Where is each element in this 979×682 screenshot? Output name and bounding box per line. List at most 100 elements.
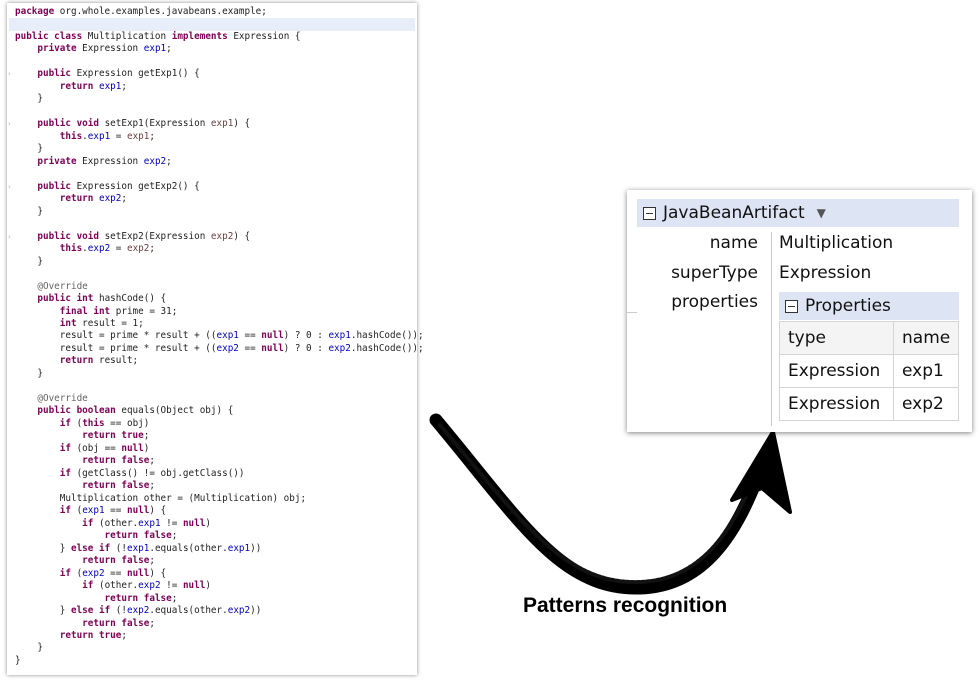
dropdown-arrow-icon[interactable]: ▼ (816, 206, 826, 220)
code-line[interactable]: return false; (15, 555, 155, 568)
code-line[interactable]: return false; (15, 592, 178, 606)
code-token: ; (166, 155, 172, 167)
code-line[interactable]: this.exp2 = exp2; (15, 243, 155, 256)
code-token: ; (171, 530, 178, 542)
code-token: Expression { (227, 30, 301, 42)
code-line[interactable]: } (15, 206, 43, 219)
code-line[interactable]: public Expression getExp1() { (15, 68, 199, 81)
code-line[interactable]: if (obj == null) (15, 443, 150, 456)
code-line[interactable]: return true; (15, 430, 149, 443)
code-token: Expression getExp2() { (70, 180, 200, 192)
code-line[interactable]: } else if (!exp1.equals(other.exp1)) (15, 542, 262, 556)
fold-marker-icon[interactable]: › (8, 70, 11, 79)
code-line[interactable]: return exp1; (15, 81, 127, 94)
code-line[interactable]: } else if (!exp2.equals(other.exp2)) (15, 605, 262, 618)
code-token: implements (171, 30, 228, 42)
code-token: setExp1(Expression (98, 118, 211, 130)
code-line[interactable]: if (this == obj) (15, 417, 150, 431)
code-token: (other. (93, 517, 139, 529)
collapse-icon[interactable] (643, 206, 656, 220)
code-line[interactable]: public boolean equals(Object obj) { (15, 405, 233, 418)
code-token: exp1 (216, 330, 239, 342)
code-line[interactable]: } (15, 655, 21, 668)
code-token: public (15, 68, 71, 80)
fold-marker-icon[interactable]: › (8, 232, 11, 241)
fold-marker-icon[interactable]: › (8, 182, 11, 191)
field-value-supertype[interactable]: Expression (779, 263, 872, 283)
code-line[interactable]: this.exp1 = exp1; (15, 131, 155, 144)
code-token: ( (70, 417, 83, 429)
code-token: .equals(other. (149, 605, 228, 617)
code-token: } (15, 605, 71, 617)
code-token: exp1 (138, 517, 161, 529)
code-token: exp1 (126, 130, 150, 142)
code-line[interactable]: public int hashCode() { (15, 293, 166, 306)
table-header-row: type name (779, 321, 960, 355)
code-token: equals(Object obj) { (115, 405, 234, 417)
code-line[interactable]: result = prime * result + ((exp2 == null… (15, 343, 424, 356)
code-token: this (15, 243, 83, 255)
code-line[interactable]: return result; (15, 355, 138, 368)
code-token: exp2 (138, 580, 161, 592)
cell-name[interactable]: exp2 (892, 387, 960, 421)
code-line[interactable]: return false; (15, 455, 155, 468)
artifact-header: JavaBeanArtifact ▼ (637, 199, 959, 227)
code-line[interactable]: } (15, 93, 43, 106)
cell-name[interactable]: exp1 (892, 354, 960, 388)
code-line[interactable]: return exp2; (15, 193, 127, 206)
code-line[interactable]: } (15, 256, 43, 269)
code-token: result; (93, 355, 139, 367)
code-line[interactable]: package org.whole.examples.javabeans.exa… (15, 6, 267, 19)
code-token: org.whole.examples.javabeans.example; (54, 6, 267, 17)
code-line[interactable]: final int prime = 31; (15, 306, 178, 319)
code-token: = (110, 130, 127, 142)
collapse-icon[interactable] (785, 299, 798, 313)
code-line[interactable]: public class Multiplication implements E… (15, 31, 300, 44)
code-line[interactable]: return false; (15, 530, 178, 543)
code-token: ( (70, 567, 83, 579)
code-token: ) { (149, 567, 167, 579)
field-label-name: name (709, 233, 758, 253)
code-token: ) (205, 580, 211, 592)
code-token: != (160, 517, 183, 529)
code-line[interactable]: } (15, 642, 43, 655)
code-line[interactable]: private Expression exp2; (15, 155, 172, 169)
code-line[interactable]: if (exp2 == null) { (15, 568, 166, 581)
code-line[interactable]: public void setExp1(Expression exp1) { (15, 118, 250, 131)
code-token: exp2 (126, 605, 150, 617)
code-line[interactable]: return false; (15, 480, 155, 493)
code-token: exp2 (210, 230, 234, 242)
code-line[interactable]: public Expression getExp2() { (15, 180, 200, 194)
code-line[interactable]: public void setExp2(Expression exp2) { (15, 231, 250, 244)
code-token: return false (15, 592, 172, 604)
code-line[interactable]: Multiplication other = (Multiplication) … (15, 493, 306, 506)
code-token: if (15, 467, 71, 479)
code-token: ; (121, 80, 127, 92)
code-line[interactable]: } (15, 368, 43, 381)
code-line[interactable]: return false; (15, 618, 155, 631)
code-line[interactable]: return true; (15, 630, 127, 643)
code-token: ; (149, 555, 155, 567)
code-line[interactable]: if (other.exp2 != null) (15, 580, 211, 593)
code-line[interactable]: private Expression exp1; (15, 43, 171, 56)
code-line[interactable]: result = prime * result + ((exp1 == null… (15, 330, 424, 343)
code-line[interactable]: @Override (15, 281, 87, 294)
code-token: exp1 (82, 505, 105, 517)
code-token: this (15, 130, 83, 142)
code-line[interactable]: int result = 1; (15, 318, 144, 331)
field-value-name[interactable]: Multiplication (779, 233, 894, 253)
cell-type[interactable]: Expression (779, 387, 894, 421)
code-token: (! (110, 542, 127, 554)
code-token: } (15, 255, 43, 267)
code-line[interactable]: } (15, 143, 43, 156)
fold-marker-icon[interactable]: › (8, 120, 11, 129)
cell-type[interactable]: Expression (779, 354, 894, 388)
code-token: this (82, 417, 105, 429)
code-line[interactable]: if (exp1 == null) { (15, 505, 166, 518)
properties-title: Properties (805, 296, 891, 316)
code-line[interactable]: if (other.exp1 != null) (15, 518, 211, 531)
code-line[interactable]: @Override (15, 393, 87, 406)
code-token: ; (121, 193, 127, 205)
code-line[interactable]: if (getClass() != obj.getClass()) (15, 468, 245, 481)
